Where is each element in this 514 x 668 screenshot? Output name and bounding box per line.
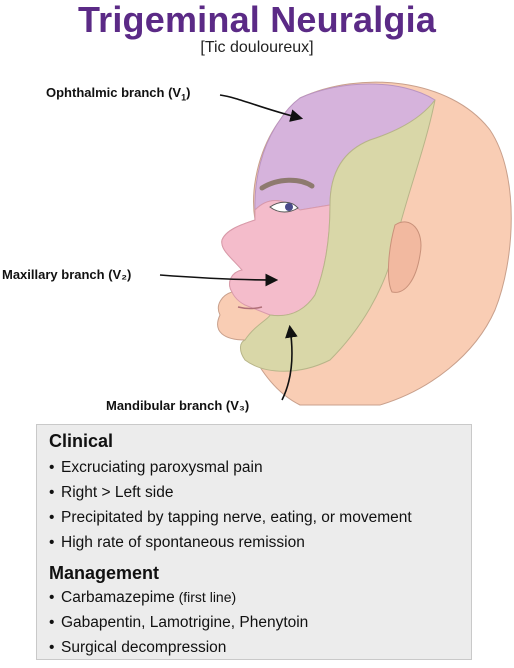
- mandibular-label: Mandibular branch (V₃): [106, 398, 250, 413]
- clinical-list: •Excruciating paroxysmal pain •Right > L…: [49, 455, 412, 555]
- head-illustration: [159, 81, 512, 406]
- list-item: •High rate of spontaneous remission: [49, 534, 305, 551]
- management-heading: Management: [49, 563, 160, 583]
- management-list: •Carbamazepime (first line) •Gabapentin,…: [49, 585, 308, 660]
- ear: [387, 221, 422, 293]
- maxillary-arrow: [159, 273, 279, 287]
- list-item: •Carbamazepime (first line): [49, 589, 237, 606]
- eyebrow: [259, 177, 315, 191]
- page-subtitle: [Tic douloureux]: [200, 39, 314, 56]
- list-item: •Gabapentin, Lamotrigine, Phenytoin: [49, 614, 309, 631]
- clinical-heading: Clinical: [49, 431, 114, 451]
- list-item: •Surgical decompression: [49, 639, 227, 656]
- head-diagram: Ophthalmic branch (V1) Maxillary branch …: [0, 60, 514, 420]
- mandibular-arrow: [281, 324, 298, 401]
- list-item: •Precipitated by tapping nerve, eating, …: [49, 509, 412, 526]
- mandibular-region: [240, 99, 436, 372]
- ophthalmic-arrow: [219, 94, 304, 122]
- page-title: Trigeminal Neuralgia: [77, 0, 437, 40]
- list-item: •Excruciating paroxysmal pain: [49, 459, 263, 476]
- eye-iris: [285, 203, 293, 211]
- maxillary-label: Maxillary branch (V₂): [2, 267, 132, 282]
- mouth: [237, 306, 263, 310]
- info-panel: Clinical •Excruciating paroxysmal pain •…: [36, 424, 472, 660]
- list-item: •Right > Left side: [49, 484, 174, 501]
- ophthalmic-label: Ophthalmic branch (V1): [46, 85, 191, 103]
